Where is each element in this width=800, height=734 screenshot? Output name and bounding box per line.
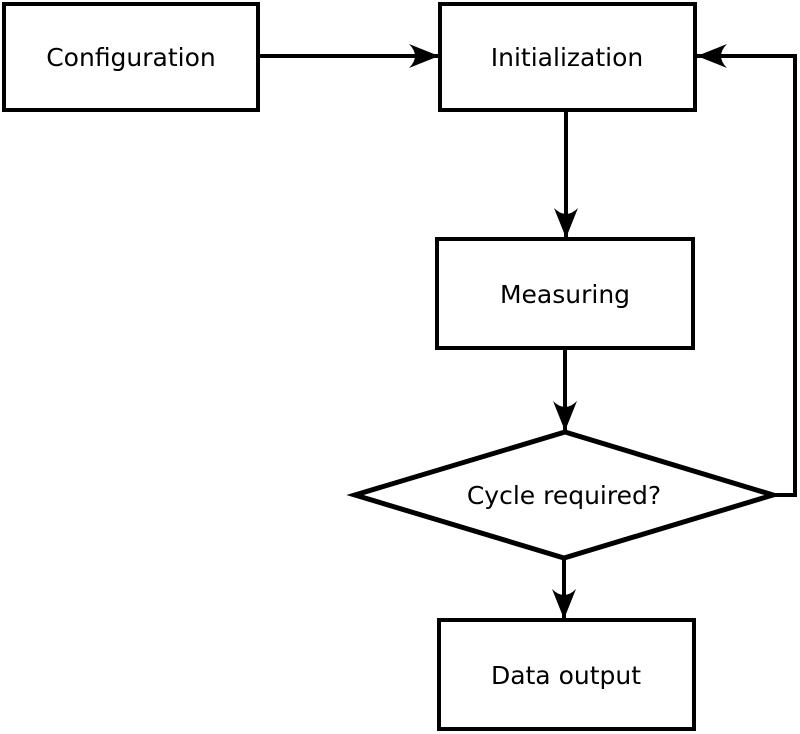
- node-measuring-box: [435, 237, 695, 350]
- node-configuration: Configuration: [2, 2, 260, 112]
- node-data-output-box: [437, 618, 696, 731]
- node-decision-diamond: [346, 429, 782, 561]
- node-measuring-label: Measuring: [500, 280, 630, 309]
- node-data-output-label: Data output: [491, 661, 641, 690]
- node-data-output: Data output: [437, 618, 696, 731]
- node-initialization-box: [438, 2, 697, 112]
- node-decision: Cycle required?: [346, 429, 782, 561]
- node-initialization-label: Initialization: [491, 43, 643, 72]
- node-measuring: Measuring: [435, 237, 695, 350]
- node-configuration-box: [2, 2, 260, 112]
- node-decision-label: Cycle required?: [467, 481, 661, 510]
- node-configuration-label: Configuration: [46, 43, 216, 72]
- edge-decision-to-initialization-loop: [697, 44, 797, 497]
- node-initialization: Initialization: [438, 2, 697, 112]
